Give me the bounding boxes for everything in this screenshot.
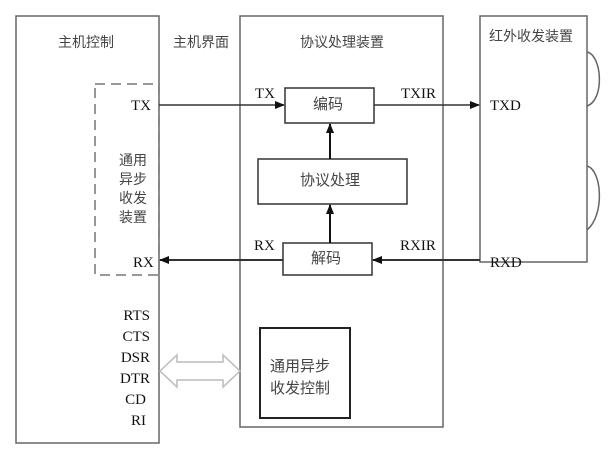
host-interface-title: 主机界面 — [173, 35, 229, 51]
uart-control-label: 通用异步 收发控制 — [270, 355, 330, 399]
uart-label-line: 装置 — [119, 210, 147, 226]
txir-label: TXIR — [401, 86, 436, 102]
proto-rx-label: RX — [254, 238, 275, 254]
uart-control-line: 收发控制 — [270, 379, 331, 397]
ir-device-title: 红外收发装置 — [489, 29, 573, 45]
uart-label-line: 通用 — [119, 153, 147, 169]
protocol-processing-label: 协议处理 — [300, 171, 361, 189]
control-line-ri: RI — [131, 413, 146, 429]
host-tx-label: TX — [131, 98, 151, 114]
control-lines-list: RTS CTS DSR DTR CD RI — [110, 306, 150, 432]
proto-tx-label: TX — [255, 86, 275, 102]
control-line-rts: RTS — [123, 308, 150, 324]
decoder-label: 解码 — [311, 249, 342, 267]
control-double-arrow — [158, 353, 242, 389]
rxir-label: RXIR — [400, 238, 436, 254]
protocol-device-title: 协议处理装置 — [300, 35, 384, 51]
protocol-device-box — [239, 15, 444, 428]
uart-label-line: 异步 — [119, 172, 147, 188]
control-line-dsr: DSR — [120, 350, 150, 366]
ir-emitter-icon — [586, 51, 601, 107]
ir-receiver-icon — [586, 165, 601, 231]
control-line-cts: CTS — [122, 329, 150, 345]
uart-label-line: 收发 — [119, 191, 147, 207]
host-rx-label: RX — [133, 255, 154, 271]
control-line-cd: CD — [125, 392, 146, 408]
uart-control-box — [259, 327, 351, 419]
uart-device-label: 通用 异步 收发 装置 — [119, 152, 147, 228]
uart-device-dashed-box — [94, 83, 160, 276]
protocol-processing-box — [257, 158, 408, 205]
rxd-label: RXD — [490, 255, 522, 271]
host-control-title: 主机控制 — [58, 35, 114, 51]
txd-label: TXD — [490, 98, 521, 114]
uart-control-line: 通用异步 — [270, 357, 331, 375]
ir-device-box — [479, 15, 588, 263]
control-line-dtr: DTR — [120, 371, 150, 387]
encoder-label: 编码 — [313, 95, 344, 113]
